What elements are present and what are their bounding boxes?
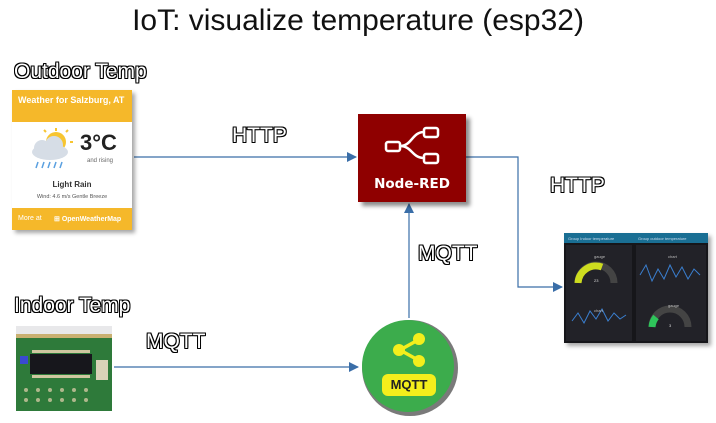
weather-card-footer: More at ⊞ OpenWeatherMap [12,208,132,230]
node-red-label: Node-RED [374,176,450,192]
dashboard-gauge-indoor-value: 23 [594,278,599,283]
weather-card: Weather for Salzburg, AT 3°C and rising … [12,90,132,230]
node-red-logo: Node-RED [358,114,466,202]
dashboard-chart-label: chart [594,308,603,313]
dashboard-header [564,233,708,243]
page-title: IoT: visualize temperature (esp32) [132,4,584,37]
weather-wind: Wind: 4.6 m/s Gentle Breeze [36,194,108,200]
arrow-nodered-to-dashboard [466,156,563,292]
node-red-flow-icon [384,126,440,165]
weather-card-header: Weather for Salzburg, AT [12,90,132,122]
dashboard-tab-outdoor: Group outdoor temperature [638,236,687,241]
dashboard-preview: Group Indoor temperature Group outdoor t… [564,233,708,343]
dashboard-chart-label-outdoor: chart [668,254,677,259]
rain-cloud-icon [32,128,73,169]
dashboard-widgets [566,245,706,341]
dashboard-gauge-label-outdoor: gauge [668,303,680,308]
mqtt-label: MQTT [390,377,428,392]
dashboard-gauge-outdoor-value: 3 [669,323,672,328]
weather-condition: Light Rain [52,180,92,189]
weather-provider-link[interactable]: ⊞ OpenWeatherMap [54,216,122,223]
esp32-sensor-photo [16,326,112,411]
mqtt-broker-logo: MQTT [360,318,460,418]
weather-trend: and rising [87,158,114,164]
dashboard-gauge-label: gauge [594,254,606,259]
edge-label-http-out: HTTP [550,174,605,197]
edge-label-mqtt-in: MQTT [146,330,206,353]
edge-label-mqtt-up: MQTT [418,242,478,265]
weather-temperature: 3°C [80,130,117,155]
share-icon [393,333,425,367]
weather-more-at: More at [18,215,42,222]
outdoor-temp-label: Outdoor Temp [14,60,147,83]
edge-label-http-in: HTTP [232,124,287,147]
indoor-temp-label: Indoor Temp [14,294,131,317]
dashboard-tab-indoor: Group Indoor temperature [568,236,615,241]
